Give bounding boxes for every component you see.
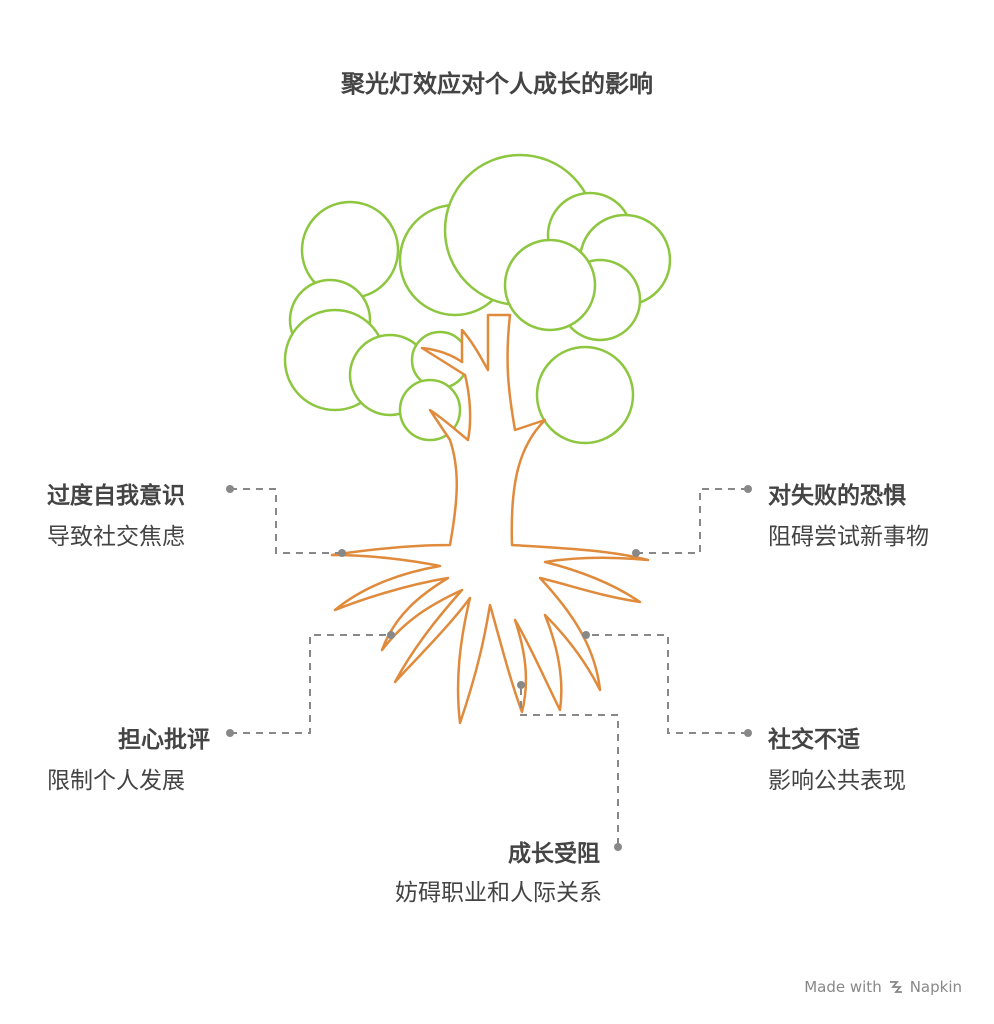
desc-self-awareness: 导致社交焦虑 (47, 524, 185, 550)
connector-self-awareness (230, 488, 342, 554)
label-social-discomfort: 社交不适 (768, 727, 860, 753)
label-growth-blocked: 成长受阻 (508, 841, 600, 867)
desc-fear-failure: 阻碍尝试新事物 (768, 524, 929, 550)
connector-growth-blocked (520, 685, 619, 845)
connector-dots (226, 485, 752, 851)
label-fear-failure: 对失败的恐惧 (768, 483, 906, 509)
connectors (230, 488, 748, 845)
desc-fear-criticism: 限制个人发展 (47, 768, 185, 794)
napkin-brand-text: Napkin (909, 978, 962, 996)
desc-social-discomfort: 影响公共表现 (768, 768, 906, 794)
made-with-text: Made with (804, 978, 882, 996)
connector-fear-failure (636, 488, 748, 554)
tree-foliage (283, 153, 672, 445)
tree-trunk (330, 313, 650, 725)
connector-fear-criticism (230, 634, 391, 734)
made-with-napkin[interactable]: Made with Napkin (804, 978, 962, 996)
diagram-title: 聚光灯效应对个人成长的影响 (341, 70, 653, 98)
napkin-logo-icon (889, 981, 902, 993)
label-self-awareness: 过度自我意识 (47, 483, 185, 509)
connector-social-discomfort (586, 634, 748, 734)
desc-growth-blocked: 妨碍职业和人际关系 (395, 880, 602, 906)
label-fear-criticism: 担心批评 (118, 727, 210, 753)
